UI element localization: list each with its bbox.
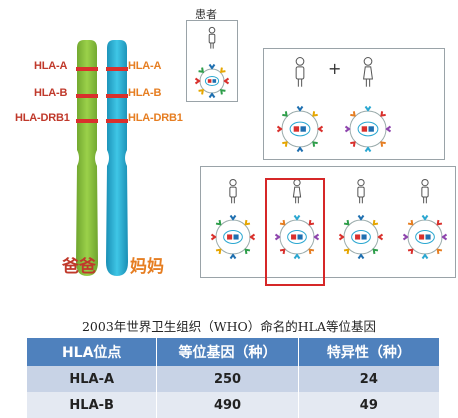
cell-locus: HLA-A [27, 366, 158, 392]
cell-alleles: 490 [156, 392, 299, 418]
plus-sign: + [328, 59, 342, 78]
children-panel [200, 166, 456, 278]
father-chromosome [76, 40, 98, 276]
cell-icon [274, 214, 320, 260]
male-person-icon [208, 26, 216, 49]
cell-locus: HLA-B [27, 392, 158, 418]
cell-icon [402, 214, 448, 260]
band-hla-drb1-right [106, 119, 128, 123]
table-row: HLA-B 490 49 [27, 392, 439, 418]
col-header-specificity: 特异性（种） [298, 338, 439, 366]
parents-panel: + [263, 48, 445, 160]
male-person-icon [421, 178, 429, 204]
father-label: 爸爸 [62, 257, 96, 277]
matched-child-highlight [265, 178, 325, 286]
band-hla-a-right [106, 67, 128, 71]
band-hla-a-left [76, 67, 98, 71]
cell-icon [344, 105, 392, 153]
label-hla-b-left: HLA-B [34, 87, 68, 99]
cell-specificity: 24 [298, 366, 439, 392]
hla-table: HLA位点 等位基因（种） 特异性（种） HLA-A 250 24 HLA-B … [27, 338, 439, 418]
cell-icon [194, 63, 230, 99]
label-hla-drb1-right: HLA-DRB1 [128, 112, 183, 124]
label-hla-a-left: HLA-A [34, 60, 68, 72]
col-header-locus: HLA位点 [27, 338, 158, 366]
band-hla-b-right [106, 94, 128, 98]
label-hla-a-right: HLA-A [128, 60, 162, 72]
mother-chromosome [106, 40, 128, 276]
children-figure [210, 178, 448, 260]
table-row: HLA-A 250 24 [27, 366, 439, 392]
cell-specificity: 49 [298, 392, 439, 418]
cell-icon [276, 105, 324, 153]
band-hla-drb1-left [76, 119, 98, 123]
cell-icon [210, 214, 256, 260]
male-person-icon [229, 178, 237, 204]
band-hla-b-left [76, 94, 98, 98]
label-hla-b-right: HLA-B [128, 87, 162, 99]
table-caption: 2003年世界卫生组织（WHO）命名的HLA等位基因 [81, 319, 377, 334]
male-person-icon [357, 178, 365, 204]
chromosomes-svg [76, 40, 128, 276]
patient-panel [186, 20, 238, 102]
patient-figure [194, 26, 230, 99]
female-person-icon [363, 57, 373, 87]
col-header-alleles: 等位基因（种） [156, 338, 299, 366]
female-person-icon [292, 178, 302, 204]
cell-alleles: 250 [156, 366, 299, 392]
label-hla-drb1-left: HLA-DRB1 [15, 112, 70, 124]
chromosome-diagram: HLA-A HLA-B HLA-DRB1 HLA-A HLA-B HLA-DRB… [0, 0, 190, 290]
male-person-icon [295, 57, 305, 87]
parents-figure [276, 57, 392, 153]
cell-icon [338, 214, 384, 260]
patient-label: 患者 [195, 8, 217, 21]
mother-label: 妈妈 [130, 257, 164, 277]
